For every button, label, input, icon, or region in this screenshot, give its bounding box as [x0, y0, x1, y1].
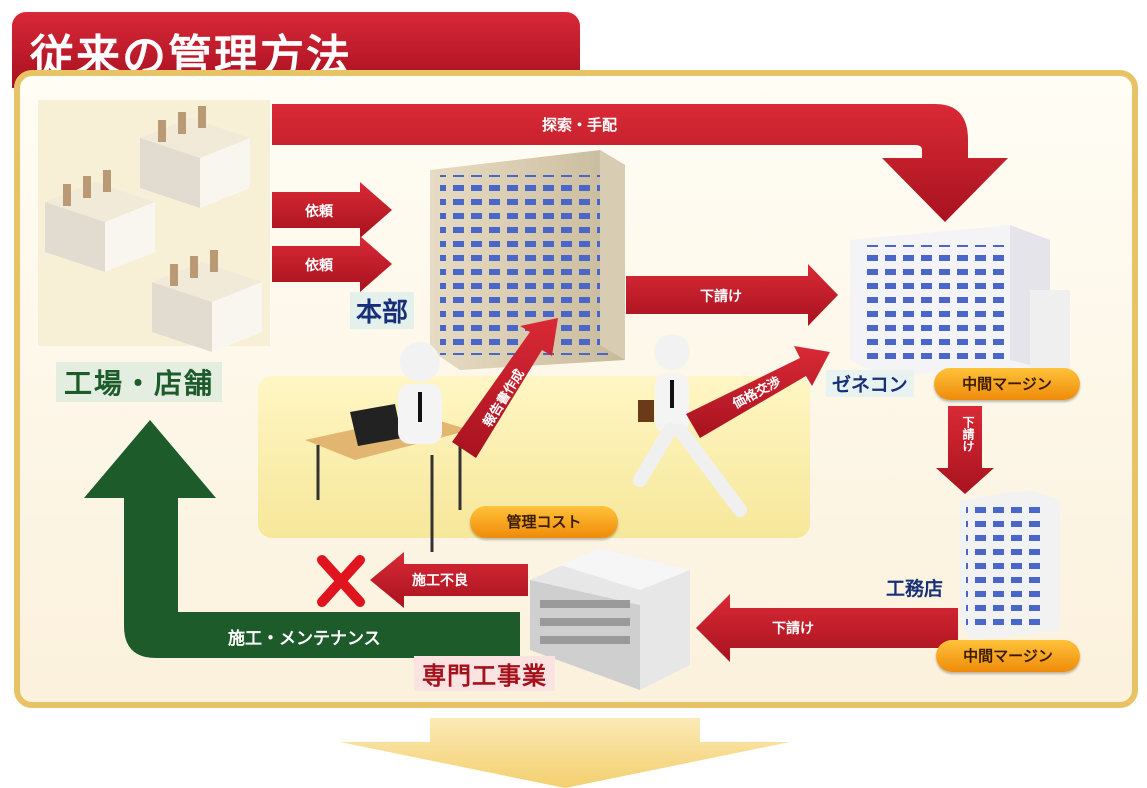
down-arrow	[340, 718, 790, 788]
subcontract-label-hq-gc: 下請け	[700, 289, 742, 305]
subcontract-arrow-gc-firm	[936, 406, 994, 494]
general-contractor-label: ゼネコン	[826, 370, 914, 397]
construction-firm-building-icon	[960, 490, 1060, 640]
poor-construction-label: 施工不良	[412, 573, 468, 589]
subcontract-arrow-firm-specialist	[696, 594, 958, 662]
factory-icon	[45, 106, 262, 352]
search-arrange-label: 探索・手配	[542, 116, 618, 134]
price-negotiation-arrow	[686, 346, 830, 438]
margin-badge-gc: 中間マージン	[934, 368, 1080, 400]
headquarters-label: 本部	[350, 292, 415, 329]
failure-cross-icon	[317, 555, 365, 607]
request-label-1: 依頼	[305, 204, 333, 220]
poor-construction-arrow	[370, 552, 528, 608]
headquarters-building-icon	[430, 150, 625, 370]
construction-firm-label: 工務店	[886, 578, 944, 600]
subcontract-label-firm-specialist: 下請け	[772, 621, 814, 637]
subcontract-arrow-hq-gc	[626, 264, 838, 326]
subcontract-label-gc-firm: 下請け	[961, 416, 975, 452]
report-writing-arrow	[452, 318, 558, 458]
specialist-building-icon	[530, 548, 690, 690]
specialist-contractor-label: 専門工事業	[414, 656, 555, 691]
general-contractor-building-icon	[850, 225, 1070, 375]
construction-maintenance-label: 施工・メンテナンス	[228, 629, 381, 649]
request-arrow-1	[272, 182, 392, 238]
management-cost-badge: 管理コスト	[470, 506, 618, 538]
construction-maintenance-arrow	[84, 420, 520, 658]
search-arrange-arrow	[272, 104, 1008, 222]
margin-badge-firm: 中間マージン	[936, 640, 1080, 672]
request-arrow-2	[272, 236, 392, 292]
running-man-icon	[633, 334, 747, 517]
office-worker-icon	[305, 342, 470, 552]
factory-store-label: 工場・店舗	[56, 362, 223, 402]
request-label-2: 依頼	[305, 258, 333, 274]
